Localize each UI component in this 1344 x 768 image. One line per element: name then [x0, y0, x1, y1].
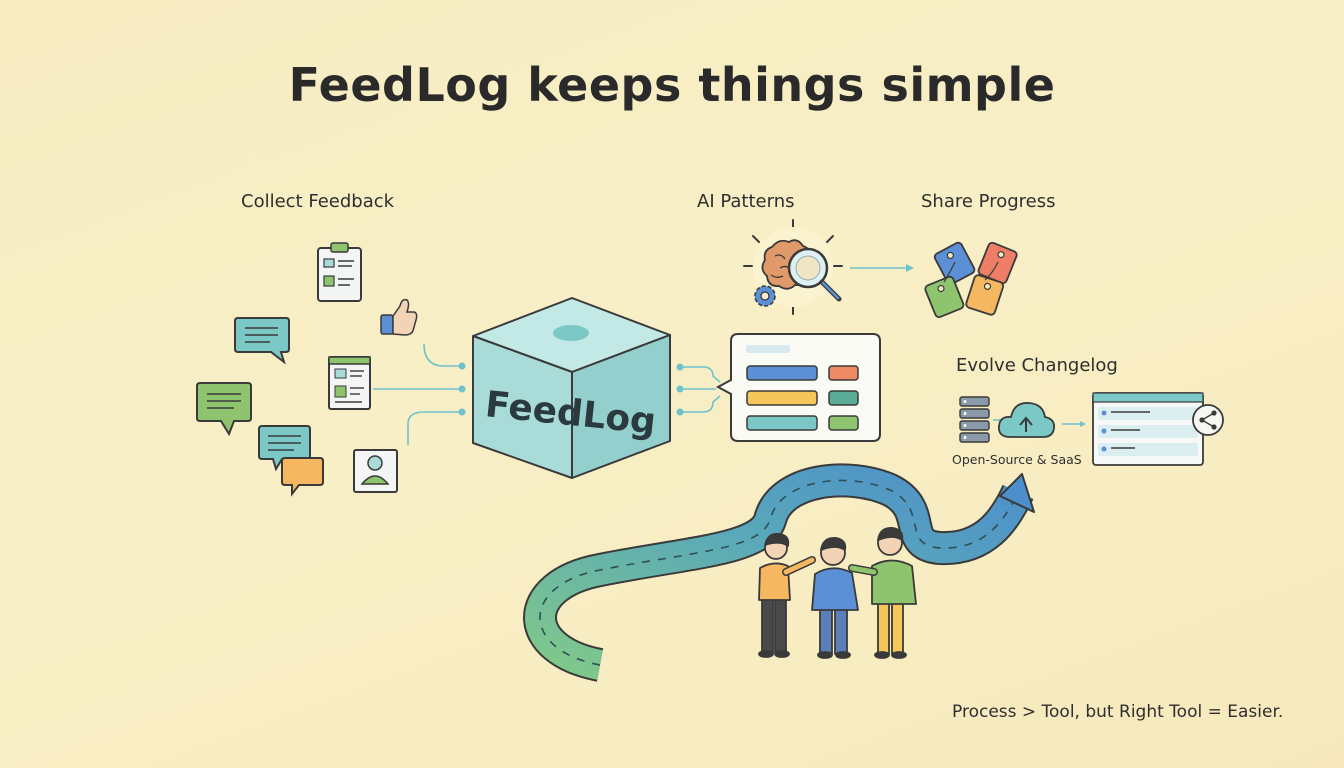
share-icon	[1192, 404, 1224, 436]
tag-strings	[943, 261, 999, 283]
input-connectors	[373, 343, 462, 445]
clipboard-icon	[317, 242, 362, 302]
chat-bubble-icon	[281, 457, 324, 497]
ai-rays	[743, 219, 843, 315]
output-connectors	[680, 366, 721, 413]
tag-icon	[965, 274, 1005, 316]
insights-board	[715, 333, 881, 442]
open-source-saas-label: Open-Source & SaaS	[952, 452, 1082, 467]
feedlog-cube	[472, 297, 671, 479]
collect-feedback-label: Collect Feedback	[241, 191, 395, 212]
chat-bubble-icon	[234, 317, 290, 365]
roadmap-path	[523, 463, 1035, 682]
page-title: FeedLog keeps things simple	[288, 58, 1056, 112]
thumbs-up-icon	[380, 298, 418, 336]
evolve-changelog-label: Evolve Changelog	[956, 355, 1118, 376]
chat-bubble-icon	[196, 382, 252, 437]
gear-icon	[754, 285, 776, 307]
changelog-window	[1092, 392, 1204, 466]
tag-icon	[924, 275, 965, 319]
share-arrow-head	[906, 264, 914, 272]
team-illustration	[758, 527, 917, 659]
ai-patterns-label: AI Patterns	[697, 191, 795, 212]
tagline: Process > Tool, but Right Tool = Easier.	[952, 702, 1284, 722]
server-icon	[959, 396, 990, 443]
share-progress-label: Share Progress	[921, 191, 1056, 212]
magnifier-icon	[787, 247, 842, 302]
connector-dots	[676, 363, 684, 416]
user-card-icon	[353, 449, 398, 493]
connector-arrow-head	[1080, 421, 1086, 427]
document-icon	[328, 356, 371, 410]
cloud-upload-icon	[998, 402, 1055, 438]
connector-dots	[458, 362, 466, 416]
